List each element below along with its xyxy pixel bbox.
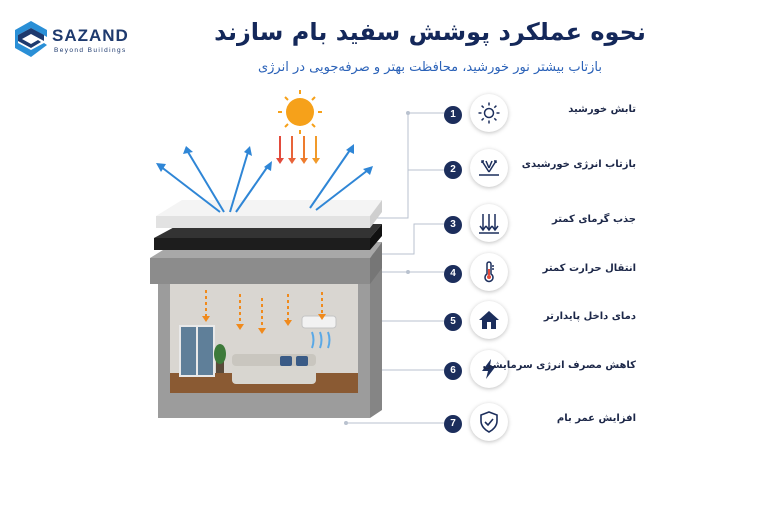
step-icon-circle — [470, 204, 508, 242]
step-6: 6 کاهش مصرف انرژی سرمایشی — [440, 350, 640, 392]
step-7: 7 افزایش عمر بام — [440, 403, 640, 445]
step-label: تابش خورشید — [568, 104, 636, 115]
reflection-icon — [479, 160, 499, 176]
step-number-badge: 5 — [444, 313, 462, 331]
step-1: 1 تابش خورشید — [440, 94, 640, 136]
lightning-icon — [482, 359, 496, 379]
sun-icon — [478, 102, 500, 124]
step-4: 4 انتقال حرارت کمتر — [440, 253, 640, 295]
home-icon — [479, 311, 499, 329]
step-icon-circle — [470, 94, 508, 132]
step-label: جذب گرمای کمتر — [552, 214, 636, 225]
step-2: 2 بازتاب انرژی خورشیدی — [440, 149, 640, 191]
shield-check-icon — [480, 411, 498, 433]
down-arrows-icon — [479, 214, 499, 234]
step-3: 3 جذب گرمای کمتر — [440, 204, 640, 246]
brand-name: SAZAND — [52, 26, 129, 45]
sazand-logo-mark — [15, 21, 47, 57]
step-5: 5 دمای داخل پایدارتر — [440, 301, 640, 343]
step-label: انتقال حرارت کمتر — [542, 263, 636, 274]
sun-graphic — [278, 90, 322, 134]
step-number-badge: 2 — [444, 161, 462, 179]
step-number-badge: 3 — [444, 216, 462, 234]
step-number-badge: 1 — [444, 106, 462, 124]
brand-tagline: Beyond Buildings — [54, 47, 127, 54]
step-icon-circle — [470, 301, 508, 339]
step-icon-circle — [470, 350, 508, 388]
step-icon-circle — [470, 253, 508, 291]
step-number-badge: 4 — [444, 265, 462, 283]
step-label: کاهش مصرف انرژی سرمایشی — [482, 360, 636, 371]
step-number-badge: 6 — [444, 362, 462, 380]
step-label: افزایش عمر بام — [556, 413, 636, 424]
step-icon-circle — [470, 149, 508, 187]
step-number-badge: 7 — [444, 415, 462, 433]
thermometer-icon — [484, 261, 494, 283]
page-subtitle: بازتاب بیشتر نور خورشید، محافظت بهتر و ص… — [257, 60, 603, 75]
brand-logo: SAZAND Beyond Buildings — [14, 20, 144, 60]
step-icon-circle — [470, 403, 508, 441]
page-title: نحوه عملکرد پوشش سفید بام سازند — [214, 18, 646, 46]
step-label: دمای داخل پایدارتر — [543, 311, 636, 322]
step-label: بازتاب انرژی خورشیدی — [521, 159, 636, 170]
roof-illustration — [150, 90, 382, 418]
